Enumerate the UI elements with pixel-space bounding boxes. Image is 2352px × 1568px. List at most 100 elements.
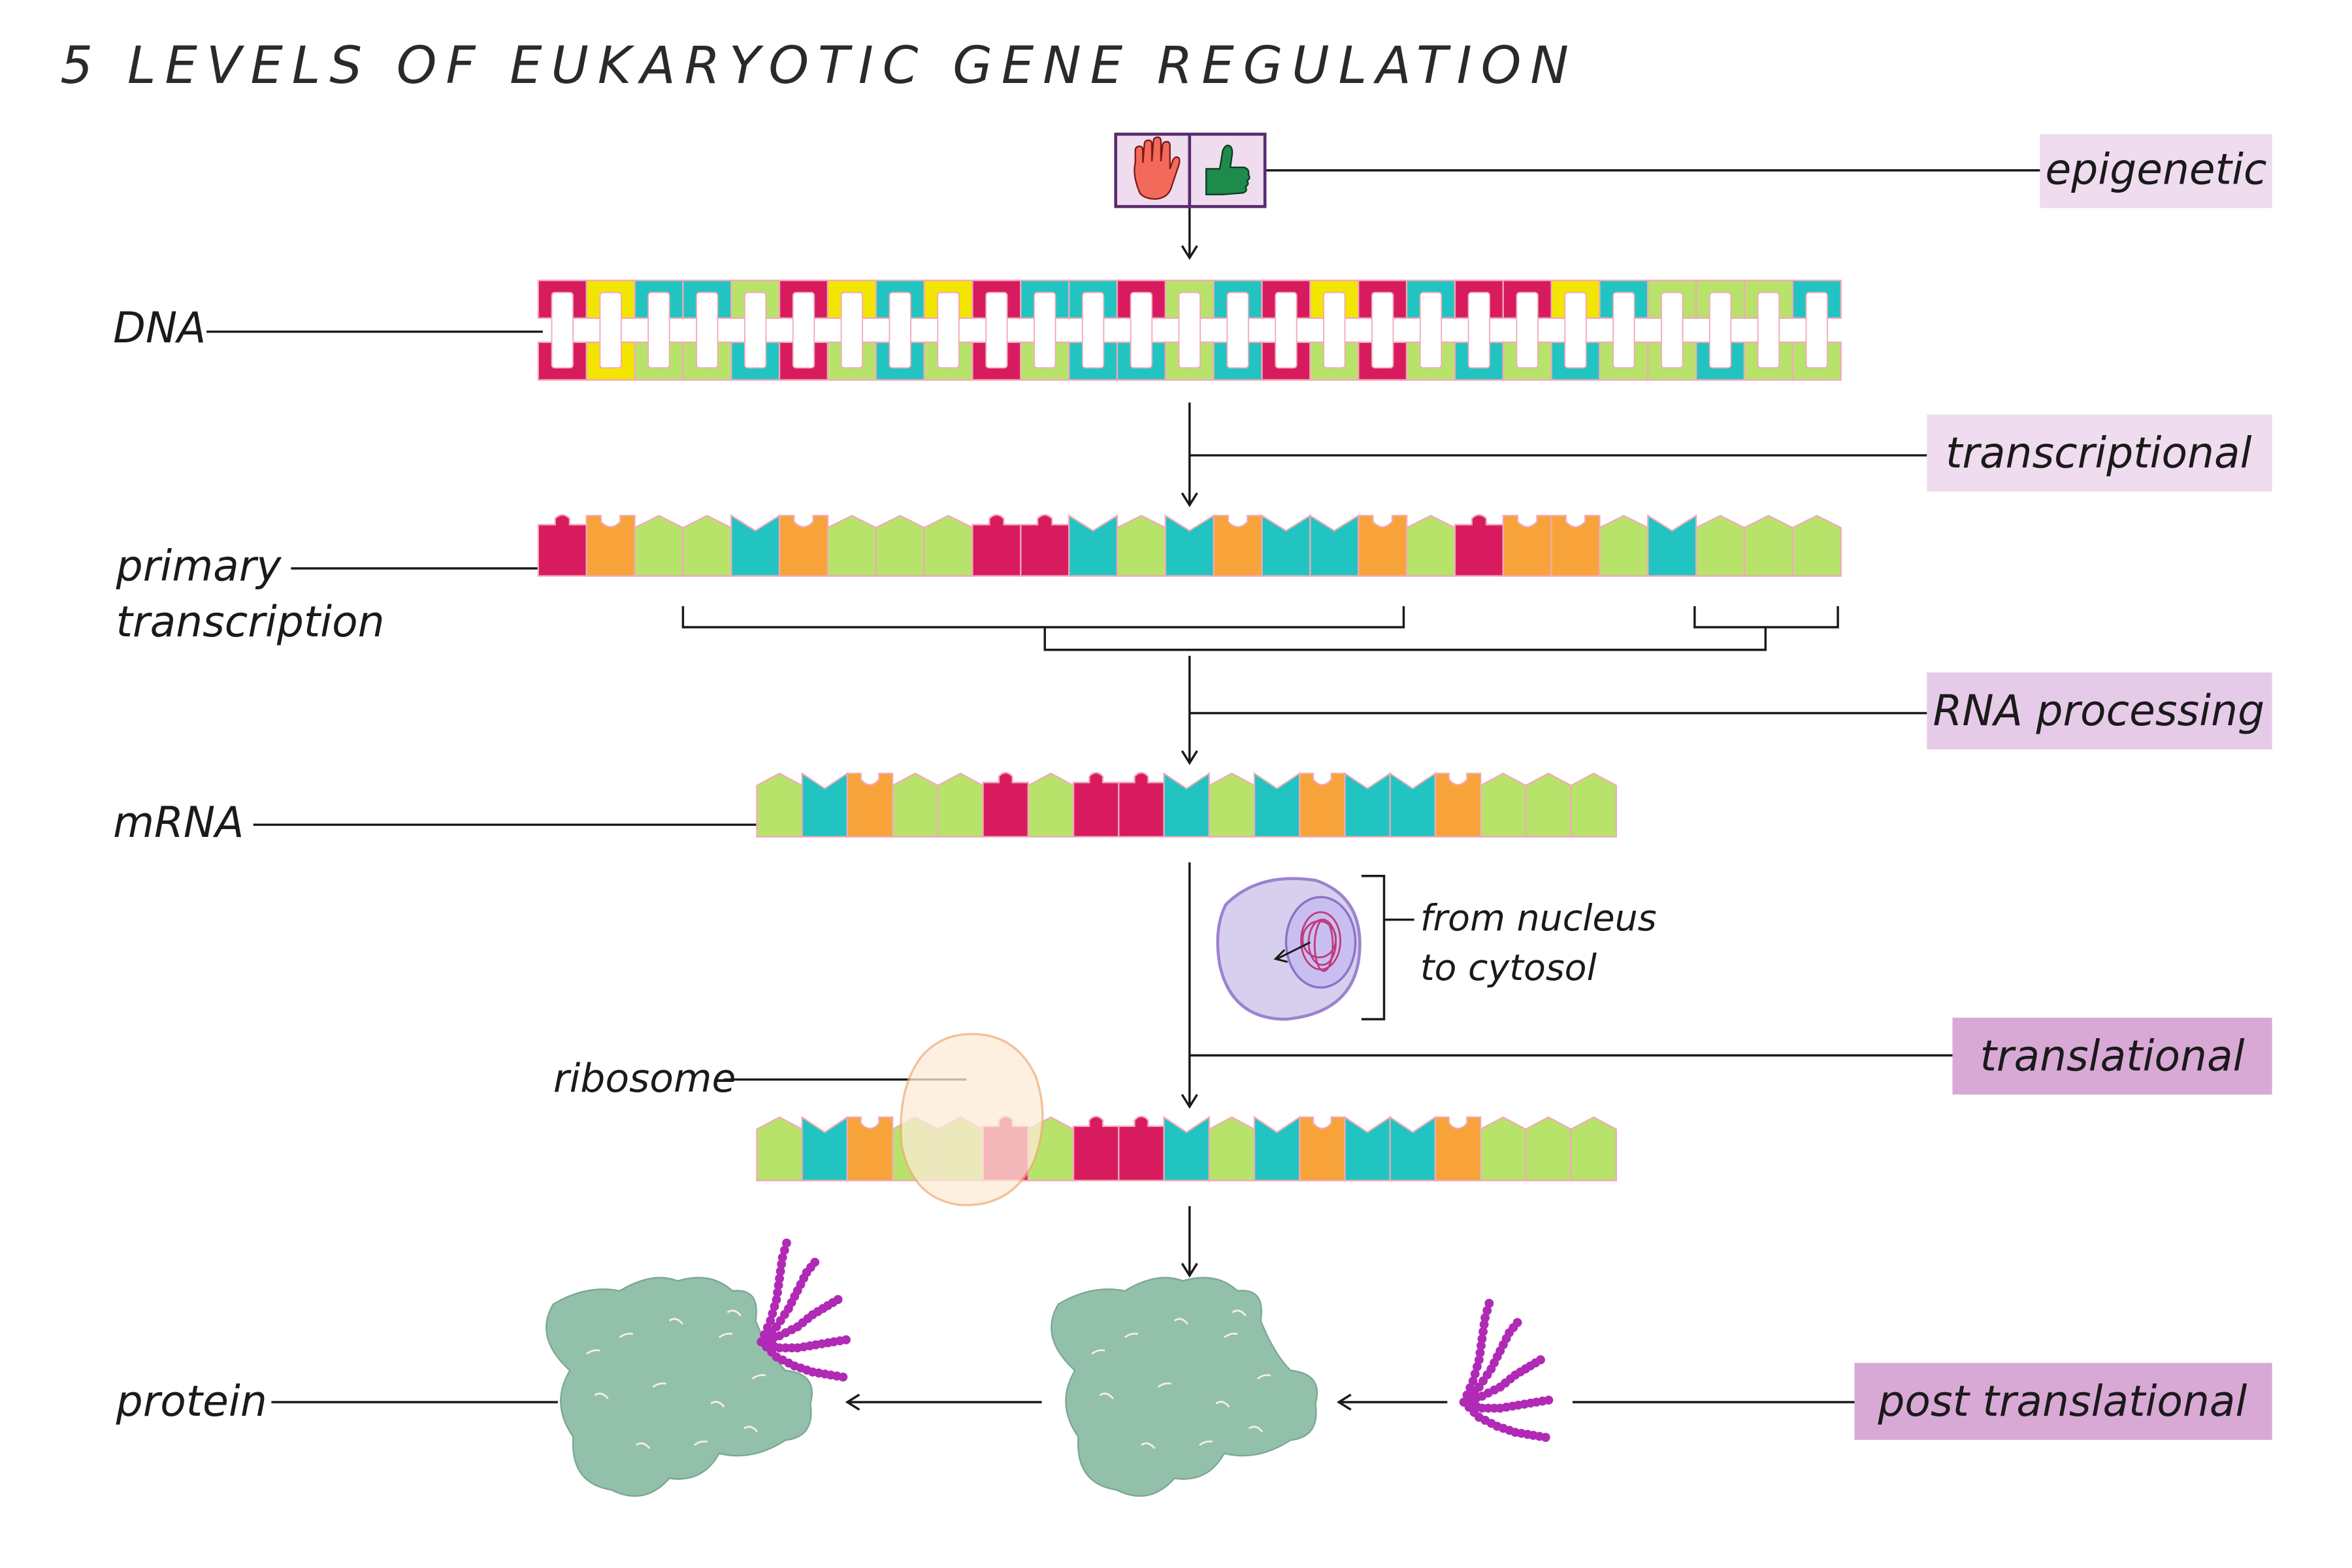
nucleotide [1299, 1116, 1346, 1182]
nucleotide [1389, 1115, 1437, 1182]
base-pair-gap [985, 291, 1008, 368]
base-pair-gap [1130, 291, 1153, 368]
chain-bead [1484, 1299, 1494, 1308]
level-label-epigenetic: epigenetic [2046, 146, 2267, 195]
chain-bead [779, 1245, 789, 1255]
base-pair-gap [1564, 291, 1587, 368]
nucleotide [1344, 772, 1391, 838]
nucleotide [1020, 514, 1070, 577]
chain-bead [810, 1258, 820, 1267]
nucleotide [1479, 1116, 1527, 1182]
unmodified-protein [1051, 1277, 1318, 1497]
nucleotide [1695, 514, 1746, 577]
nucleotide [1454, 514, 1504, 577]
level-label-rna-processing: RNA processing [1933, 687, 2265, 736]
chain-bead [1479, 1320, 1489, 1330]
protein-texture [1256, 1374, 1271, 1380]
chain-bead [1482, 1306, 1492, 1315]
chain-bead [776, 1267, 785, 1276]
arrowhead-left [845, 1394, 860, 1411]
chain-bead [773, 1288, 782, 1298]
nucleotide [756, 1116, 803, 1182]
nucleotide [891, 772, 939, 838]
nucleotide [1344, 1115, 1391, 1182]
protein-texture [652, 1382, 666, 1388]
nucleotide [1570, 772, 1617, 838]
arrowhead-down [1181, 750, 1198, 765]
nucleotide [826, 514, 877, 577]
nucleotide [1525, 1116, 1572, 1182]
nucleotide [682, 514, 732, 577]
protein-texture [1224, 1332, 1238, 1339]
protein-texture [718, 1332, 733, 1339]
protein-texture [1249, 1426, 1264, 1433]
chain-bead [838, 1372, 848, 1382]
chain-bead [1470, 1369, 1480, 1379]
nucleotide [1261, 514, 1311, 577]
level-label-post-translational: post translational [1877, 1377, 2247, 1426]
nucleus-bracket [1361, 875, 1386, 1021]
label-protein: protein [116, 1377, 267, 1426]
chromatin-icon [1300, 911, 1341, 972]
level-translational: translational [1952, 1017, 2272, 1095]
label-ribosome: ribosome [553, 1056, 736, 1102]
nucleotide [1434, 1116, 1482, 1182]
nucleotide [937, 772, 984, 838]
chain-bead [774, 1281, 783, 1290]
nucleotide [982, 772, 1029, 838]
label-primary: primary [116, 542, 282, 591]
level-box-transcriptional [1927, 414, 2272, 492]
annotation-to-cytosol: to cytosol [1420, 947, 1597, 989]
nucleotide [1550, 515, 1601, 577]
protein-body [1051, 1277, 1318, 1497]
level-post-translational: post translational [1854, 1363, 2272, 1440]
nucleotide [1389, 772, 1437, 838]
arrowhead-left [1336, 1394, 1352, 1411]
base-pair-gap [599, 291, 622, 368]
chain-bead [1544, 1396, 1554, 1405]
protein-texture [1090, 1349, 1105, 1355]
nucleotide [1253, 1115, 1301, 1182]
base-pair-gap [1516, 291, 1539, 368]
nucleotide [801, 772, 849, 838]
nucleotide [1570, 1116, 1617, 1182]
protein-body [546, 1277, 813, 1497]
nucleotide [756, 772, 803, 838]
chain-bead [1475, 1348, 1485, 1358]
nucleotide [846, 772, 894, 838]
base-pair-gap [1708, 291, 1732, 368]
nucleotide [1743, 514, 1793, 577]
label-dna: DNA [113, 304, 206, 353]
nucleotide [875, 514, 925, 577]
nucleotide [1208, 1116, 1256, 1182]
protein-texture [1099, 1392, 1114, 1399]
level-transcriptional: transcriptional [1927, 414, 2272, 492]
base-pair-gap [1757, 291, 1780, 368]
chain-bead [1474, 1355, 1484, 1365]
protein-texture [1173, 1318, 1189, 1325]
base-pair-gap [937, 291, 960, 368]
splice-bracket-left [681, 606, 1405, 629]
base-pair-gap [889, 291, 911, 368]
nucleotide [1208, 772, 1256, 838]
level-label-transcriptional: transcriptional [1946, 429, 2251, 478]
arrowhead-down [1181, 1262, 1198, 1278]
level-box-post-translational [1854, 1363, 2272, 1440]
nucleotide [585, 515, 636, 577]
nucleotide [1253, 772, 1301, 838]
mrna-strand [756, 772, 1617, 838]
protein-texture [594, 1392, 609, 1399]
protein-texture [727, 1309, 742, 1316]
nucleotide [1502, 515, 1552, 577]
protein-texture [1215, 1401, 1230, 1408]
nucleotide [1027, 772, 1075, 838]
arrowhead-down [1181, 245, 1198, 260]
base-pair-gap [1275, 291, 1298, 368]
chain-bead [777, 1260, 787, 1269]
base-pair-gap [792, 291, 815, 368]
nucleotide [1309, 514, 1360, 577]
protein-texture [585, 1349, 600, 1355]
chain-bead [1478, 1327, 1488, 1337]
base-pair-gap [696, 291, 719, 368]
